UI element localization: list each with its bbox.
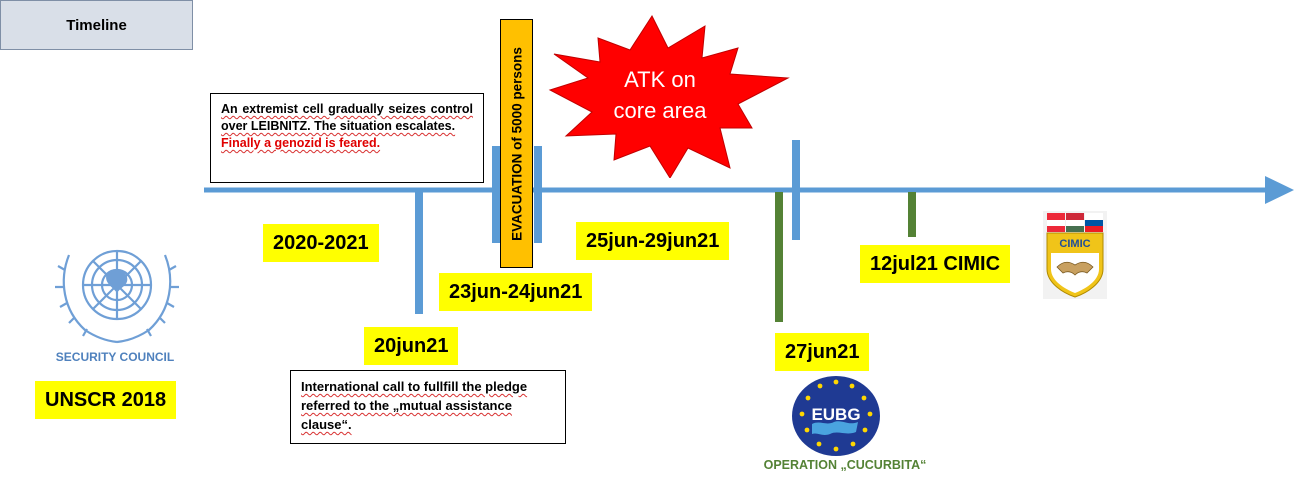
date-25jun-29jun21: 25jun-29jun21 (576, 222, 730, 260)
scenario-highlight: Finally a genozid is feared. (221, 136, 381, 150)
attack-line2: core area (613, 98, 707, 123)
attack-line1: ATK on (624, 67, 696, 92)
operation-label: OPERATION „CUCURBITA“ (763, 458, 927, 472)
date-12jul21-cimic: 12jul21 CIMIC (860, 245, 1011, 283)
call-text: International call to fullfill the pledg… (301, 379, 528, 432)
tick-attack (792, 140, 800, 240)
cimic-shield-icon: CIMIC (1043, 211, 1107, 299)
un-emblem-icon (55, 249, 179, 344)
date-23jun-24jun21: 23jun-24jun21 (439, 273, 593, 311)
tick-27jun (775, 192, 783, 322)
call-box: International call to fullfill the pledg… (290, 370, 566, 444)
tick-evac-right (534, 146, 542, 243)
attack-burst-icon (548, 14, 790, 178)
cimic-logo-text: CIMIC (1059, 238, 1090, 250)
date-2020-2021: 2020-2021 (263, 224, 379, 262)
evacuation-box: EVACUATION of 5000 persons (500, 19, 533, 268)
arrow-head-icon (1265, 176, 1294, 204)
tick-20jun (415, 192, 423, 314)
un-caption: SECURITY COUNCIL (55, 350, 175, 364)
attack-text: ATK on core area (600, 64, 720, 126)
date-27jun21: 27jun21 (775, 333, 870, 371)
date-20jun21: 20jun21 (364, 327, 459, 365)
eubg-logo-icon: EUBG (792, 376, 880, 456)
unscr-label: UNSCR 2018 (35, 381, 177, 419)
scenario-text: An extremist cell gradually seizes contr… (221, 102, 473, 133)
evacuation-text: EVACUATION of 5000 persons (509, 46, 524, 241)
timeline-label: Timeline (0, 0, 193, 50)
eubg-logo-text: EUBG (811, 405, 860, 424)
scenario-box: An extremist cell gradually seizes contr… (210, 93, 484, 183)
tick-12jul (908, 192, 916, 237)
tick-evac-left (492, 146, 500, 243)
